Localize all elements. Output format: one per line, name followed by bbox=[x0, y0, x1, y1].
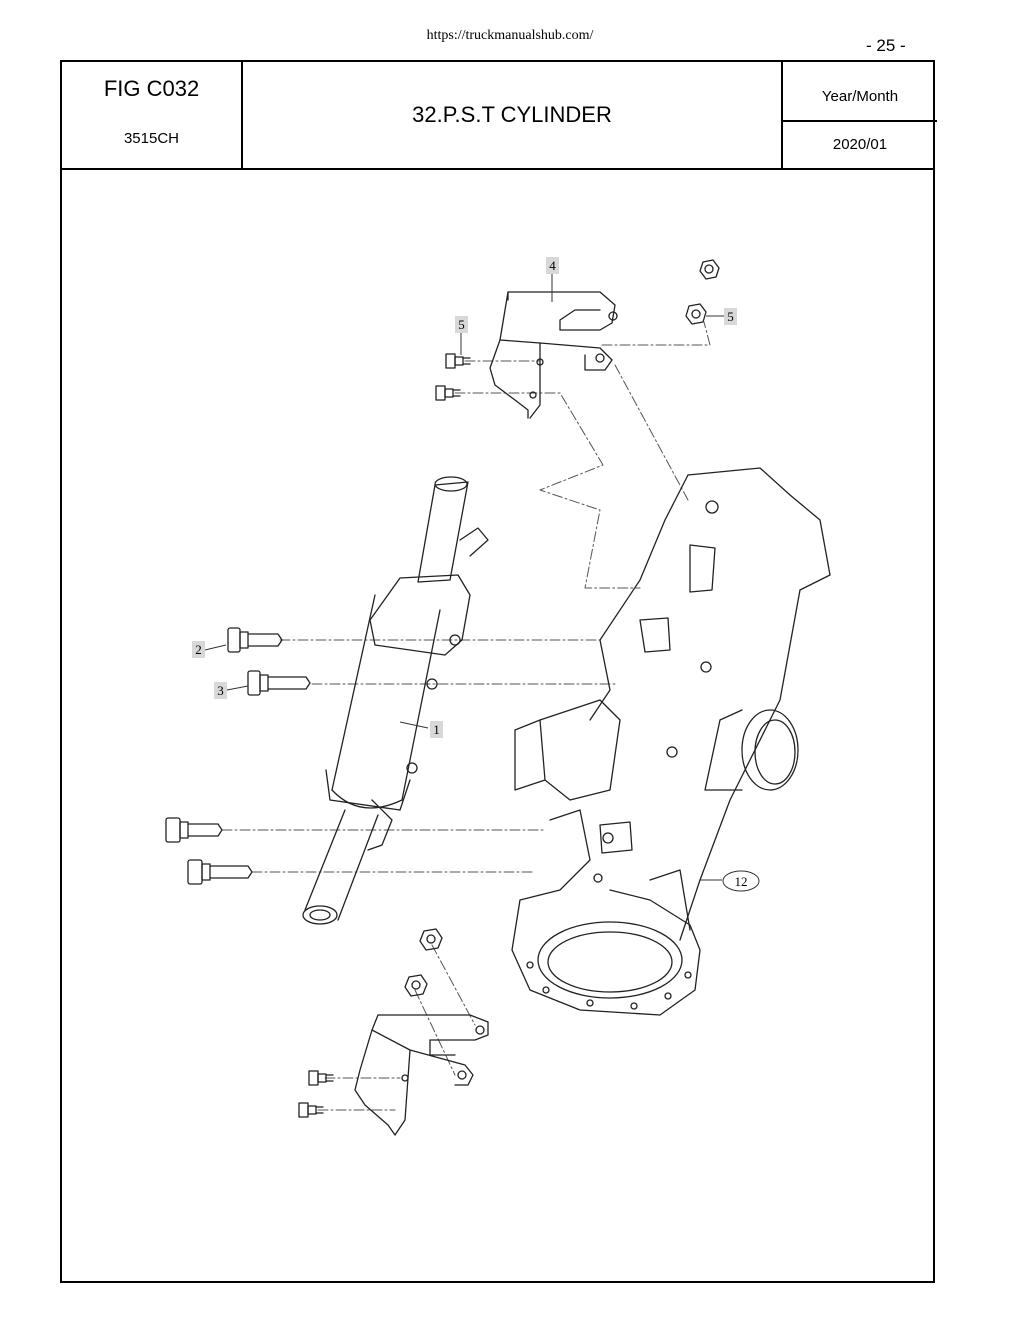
hex-nut-bottom-1 bbox=[419, 928, 443, 951]
callout-12-text: 12 bbox=[735, 874, 748, 889]
hex-nut-bottom-2 bbox=[404, 974, 428, 997]
year-month-divider bbox=[783, 120, 937, 122]
callout-1-text: 1 bbox=[433, 722, 440, 737]
year-month-cell: Year/Month 2020/01 bbox=[781, 62, 937, 168]
callout-3: 3 bbox=[214, 682, 249, 699]
callout-3-text: 3 bbox=[217, 683, 224, 698]
callout-5-left-text: 5 bbox=[458, 317, 465, 332]
callout-5-right: 5 bbox=[706, 308, 737, 325]
small-screw-2 bbox=[435, 385, 461, 401]
callout-4-text: 4 bbox=[549, 258, 556, 273]
bolt-lower-1 bbox=[165, 817, 223, 843]
bolt-2 bbox=[227, 627, 283, 653]
axle-housing bbox=[511, 467, 831, 1016]
hex-nut-top-2 bbox=[685, 303, 707, 325]
hex-nut-top-1 bbox=[699, 259, 720, 280]
page-title: 32.P.S.T CYLINDER bbox=[412, 102, 612, 127]
callout-12: 12 bbox=[700, 870, 760, 892]
callout-1: 1 bbox=[399, 721, 443, 738]
upper-bracket bbox=[489, 291, 618, 419]
year-month-value: 2020/01 bbox=[832, 136, 888, 153]
page-number: - 25 - bbox=[866, 36, 906, 55]
title-cell: 32.P.S.T CYLINDER bbox=[243, 62, 781, 168]
title-block: FIG C032 3515CH 32.P.S.T CYLINDER Year/M… bbox=[62, 62, 937, 170]
bolt-3 bbox=[247, 670, 311, 696]
lower-bracket bbox=[354, 1014, 489, 1136]
model-code: 3515CH bbox=[123, 130, 180, 147]
callout-group: 1 2 3 4 5 5 12 bbox=[192, 257, 760, 892]
assembly-leader-lines bbox=[221, 321, 711, 1111]
figure-cell: FIG C032 3515CH bbox=[62, 62, 243, 168]
callout-2: 2 bbox=[192, 641, 227, 658]
callout-5-left: 5 bbox=[455, 316, 468, 355]
figure-code: FIG C032 bbox=[103, 76, 200, 101]
year-month-label: Year/Month bbox=[821, 88, 899, 105]
callout-2-text: 2 bbox=[195, 642, 202, 657]
steering-cylinder bbox=[302, 476, 489, 925]
drawing-frame: FIG C032 3515CH 32.P.S.T CYLINDER Year/M… bbox=[60, 60, 937, 1283]
callout-5-right-text: 5 bbox=[727, 309, 734, 324]
small-screw-4 bbox=[298, 1102, 324, 1118]
bolt-lower-2 bbox=[187, 859, 253, 885]
source-url[interactable]: https://truckmanualshub.com/ bbox=[426, 28, 594, 43]
small-screw-3 bbox=[308, 1070, 334, 1086]
small-screw-1 bbox=[445, 353, 471, 369]
callout-4: 4 bbox=[546, 257, 559, 302]
